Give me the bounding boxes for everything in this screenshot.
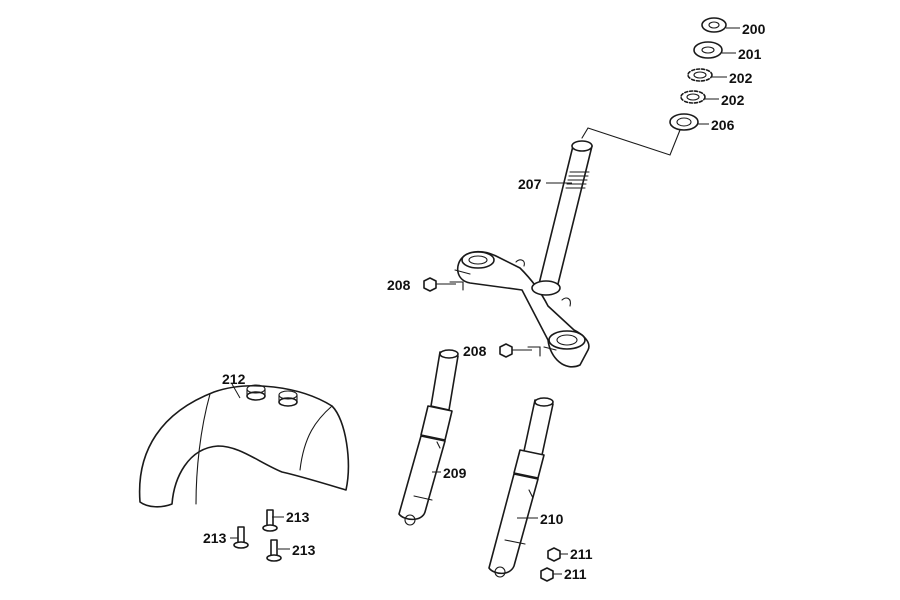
bearing-cup-206 (669, 113, 699, 131)
callout-211-upper: 211 (570, 546, 593, 562)
bolt-211-lower (540, 567, 554, 582)
lower-fork-bracket (454, 250, 590, 368)
callout-208-upper: 208 (387, 277, 411, 293)
callout-212: 212 (222, 371, 246, 387)
steering-stem-207 (537, 127, 681, 289)
callout-208-lower: 208 (463, 343, 487, 359)
callout-213-upper: 213 (286, 509, 310, 525)
callout-209: 209 (443, 465, 467, 481)
bolt-208-upper (423, 277, 464, 292)
callout-202-upper: 202 (729, 70, 753, 86)
callout-202-lower: 202 (721, 92, 745, 108)
front-fender-212 (138, 384, 350, 508)
bolt-208-lower (499, 343, 541, 358)
bolt-211-upper (547, 547, 561, 562)
screw-213-left (233, 526, 249, 549)
leader-lines (230, 27, 740, 575)
callout-200: 200 (742, 21, 766, 37)
callout-211-lower: 211 (564, 566, 587, 582)
bearing-cone-201 (693, 41, 723, 59)
ball-race-202-lower (680, 90, 706, 104)
screw-213-right (266, 539, 282, 562)
callout-201: 201 (738, 46, 762, 62)
callout-206: 206 (711, 117, 735, 133)
callout-210: 210 (540, 511, 564, 527)
callout-207: 207 (518, 176, 542, 192)
callout-213-right: 213 (292, 542, 316, 558)
bearing-nut-200 (701, 17, 727, 33)
fork-leg-210 (488, 397, 554, 578)
fork-leg-209 (398, 349, 459, 526)
ball-race-202-upper (687, 68, 713, 82)
screw-213-upper (262, 509, 278, 532)
callout-213-left: 213 (203, 530, 227, 546)
